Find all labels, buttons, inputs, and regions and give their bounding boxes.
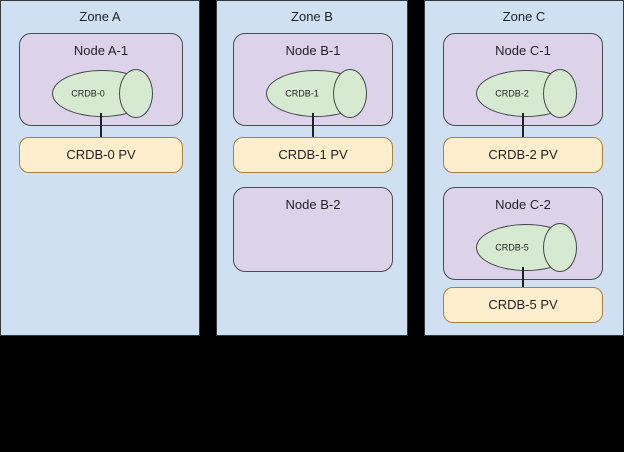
database-cylinder-crdb-0: CRDB-0 bbox=[52, 69, 153, 118]
node-b-2-title: Node B-2 bbox=[285, 197, 341, 212]
connector-node-c-1-to-crdb-2-pv bbox=[522, 113, 524, 139]
database-label-crdb-2: CRDB-2 bbox=[495, 88, 529, 98]
cylinder-cap bbox=[543, 223, 577, 272]
node-b-1: Node B-1 CRDB-1 bbox=[233, 33, 393, 126]
node-b-2: Node B-2 bbox=[233, 187, 393, 272]
cylinder-cap bbox=[119, 69, 153, 118]
zone-c-title: Zone C bbox=[502, 9, 546, 24]
zone-b-title: Zone B bbox=[291, 9, 333, 24]
cylinder-cap bbox=[333, 69, 367, 118]
node-c-2-title: Node C-2 bbox=[495, 197, 551, 212]
node-a-1-title: Node A-1 bbox=[73, 43, 129, 58]
node-c-1: Node C-1 CRDB-2 bbox=[443, 33, 603, 126]
database-cylinder-crdb-1: CRDB-1 bbox=[266, 69, 367, 118]
node-c-1-title: Node C-1 bbox=[495, 43, 551, 58]
pv-crdb-2-pv: CRDB-2 PV bbox=[443, 137, 603, 173]
pv-crdb-1-pv: CRDB-1 PV bbox=[233, 137, 393, 173]
zone-b: Zone B Node B-1 CRDB-1 CRDB-1 PV Node B-… bbox=[216, 0, 408, 336]
connector-node-b-1-to-crdb-1-pv bbox=[312, 113, 314, 139]
zone-a: Zone A Node A-1 CRDB-0 CRDB-0 PV bbox=[0, 0, 200, 336]
node-b-1-title: Node B-1 bbox=[285, 43, 341, 58]
connector-node-a-1-to-crdb-0-pv bbox=[100, 113, 102, 139]
pv-label-crdb-5-pv: CRDB-5 PV bbox=[488, 297, 558, 312]
pv-label-crdb-0-pv: CRDB-0 PV bbox=[66, 147, 136, 162]
connector-node-c-2-to-crdb-5-pv bbox=[522, 267, 524, 289]
pv-label-crdb-2-pv: CRDB-2 PV bbox=[488, 147, 558, 162]
database-label-crdb-1: CRDB-1 bbox=[285, 88, 319, 98]
database-cylinder-crdb-2: CRDB-2 bbox=[476, 69, 577, 118]
node-a-1: Node A-1 CRDB-0 bbox=[19, 33, 183, 126]
database-label-crdb-0: CRDB-0 bbox=[71, 88, 105, 98]
pv-label-crdb-1-pv: CRDB-1 PV bbox=[278, 147, 348, 162]
pv-crdb-0-pv: CRDB-0 PV bbox=[19, 137, 183, 173]
pv-crdb-5-pv: CRDB-5 PV bbox=[443, 287, 603, 323]
zone-a-title: Zone A bbox=[79, 9, 121, 24]
node-c-2: Node C-2 CRDB-5 bbox=[443, 187, 603, 280]
database-label-crdb-5: CRDB-5 bbox=[495, 242, 529, 252]
database-cylinder-crdb-5: CRDB-5 bbox=[476, 223, 577, 272]
zone-c: Zone C Node C-1 CRDB-2 CRDB-2 PV Node C-… bbox=[424, 0, 624, 336]
cylinder-cap bbox=[543, 69, 577, 118]
